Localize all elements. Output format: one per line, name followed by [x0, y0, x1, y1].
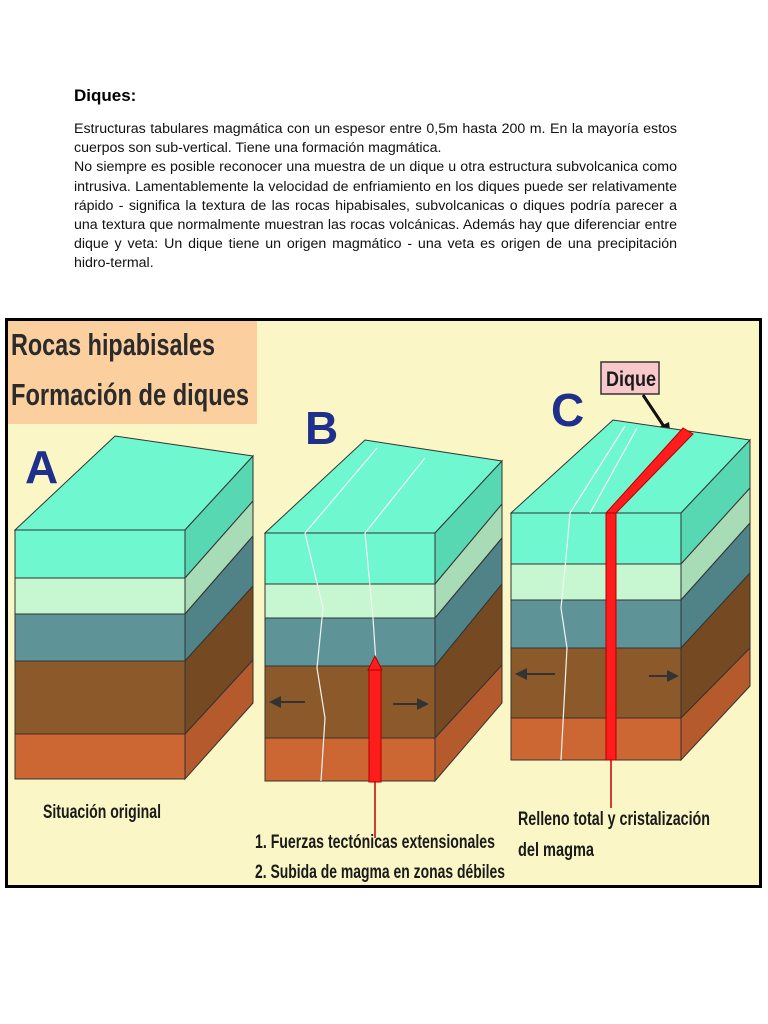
panel-c-arrow-left [515, 668, 527, 680]
panel-c-layer-brown [510, 647, 682, 719]
panel-a-letter: A [25, 441, 58, 493]
panel-b-arrow-right [417, 698, 429, 710]
panel-c-caption-line1: Relleno total y cristalización [518, 809, 710, 830]
panel-c-layer-teal [510, 599, 682, 649]
panel-a-layer-pale [14, 577, 186, 615]
panel-c-caption-line2: del magma [518, 840, 594, 861]
panel-c-layer-pale [510, 563, 682, 601]
panel-a-block: A Situación original [13, 435, 255, 823]
panel-b-letter: B [305, 402, 338, 454]
dique-label: Dique [606, 368, 656, 391]
panel-b-caption-line2: 2. Subida de magma en zonas débiles [255, 862, 505, 883]
dike-formation-figure: Rocas hipabisales Formación de diques A … [5, 318, 762, 888]
panel-c-layer-top [510, 512, 682, 565]
paragraph-1: Estructuras tabulares magmática con un e… [74, 121, 677, 157]
body-text: Estructuras tabulares magmática con un e… [74, 120, 677, 274]
panel-b-layer-orange [264, 737, 436, 782]
panel-a-caption: Situación original [43, 802, 161, 823]
panel-b-magma [368, 669, 382, 783]
panel-a-layer-orange [14, 733, 186, 780]
panel-c-arrow-right [667, 670, 679, 682]
panel-c-block: C Dique [509, 361, 752, 861]
title-box [8, 321, 257, 424]
panel-b-block: B 1. Fuerzas t [255, 402, 505, 883]
panel-c-dike-top [604, 427, 694, 514]
panel-a-layer-top [14, 529, 186, 579]
panel-b-caption-line1: 1. Fuerzas tectónicas extensionales [255, 832, 495, 853]
paragraph-2: No siempre es posible reconocer una mues… [74, 159, 677, 272]
panel-b-layer-pale [264, 583, 436, 619]
panel-c-dike-front [605, 512, 617, 761]
panel-b-arrow-left [269, 696, 281, 708]
panel-a-layer-teal [14, 613, 186, 662]
figure-title-line1: Rocas hipabisales [11, 327, 215, 362]
dique-label-box [600, 361, 660, 395]
panel-c-letter: C [551, 384, 584, 436]
panel-b-layer-teal [264, 617, 436, 667]
panel-c-layer-orange [510, 717, 682, 761]
panel-a-layer-brown [14, 660, 186, 735]
panel-b-layer-top [264, 532, 436, 585]
section-heading: Diques: [74, 86, 137, 105]
figure-svg: Rocas hipabisales Formación de diques A … [5, 318, 762, 888]
figure-title-line2: Formación de diques [11, 377, 249, 412]
